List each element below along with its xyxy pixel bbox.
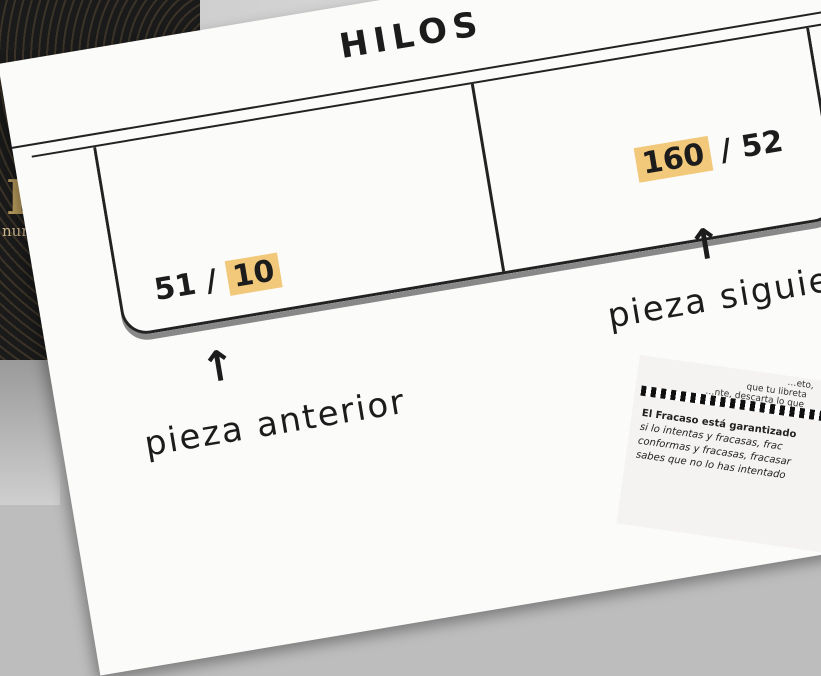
next-piece-value-b: 52 [739, 124, 786, 165]
previous-piece-value-a: 51 [152, 267, 199, 308]
previous-piece-value-b: 10 [224, 252, 283, 295]
page-title: HILOS [337, 4, 487, 67]
next-piece-count: 160 / 52 [634, 124, 786, 183]
next-piece-value-a: 160 [634, 136, 713, 183]
previous-piece-sep: / [193, 261, 230, 301]
tray-divider [471, 84, 505, 272]
caption-previous-piece: pieza anterior [142, 382, 409, 465]
up-arrow-icon: ↑ [197, 339, 240, 393]
previous-piece-count: 51 / 10 [152, 252, 283, 308]
